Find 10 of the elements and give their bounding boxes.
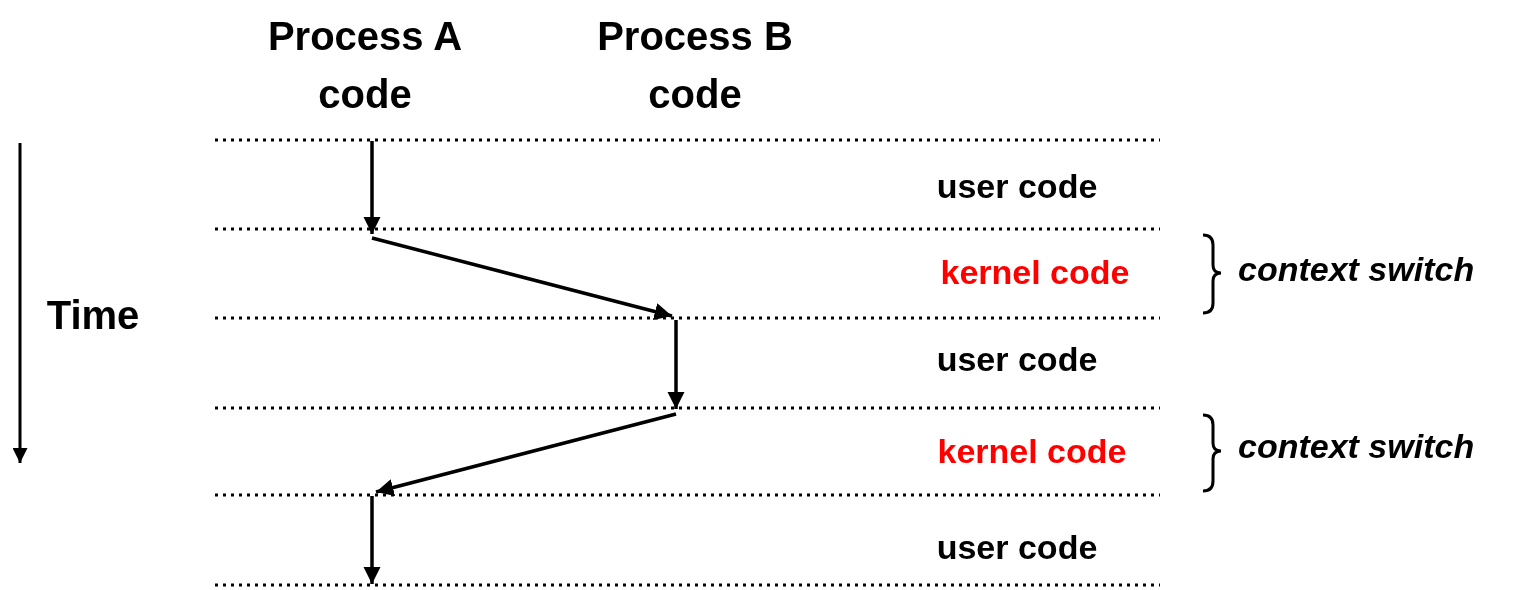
mode-label: user code bbox=[935, 166, 1099, 208]
column-heading: Process A code bbox=[266, 13, 464, 118]
column-heading: Process B code bbox=[596, 13, 794, 118]
mode-label: kernel code bbox=[939, 252, 1131, 294]
mode-label: user code bbox=[935, 339, 1099, 381]
bracket-label: context switch bbox=[1238, 249, 1475, 291]
mode-label: kernel code bbox=[936, 431, 1128, 473]
bracket-label: context switch bbox=[1238, 426, 1475, 468]
axis-label: Time bbox=[45, 292, 141, 339]
mode-label: user code bbox=[935, 527, 1099, 569]
